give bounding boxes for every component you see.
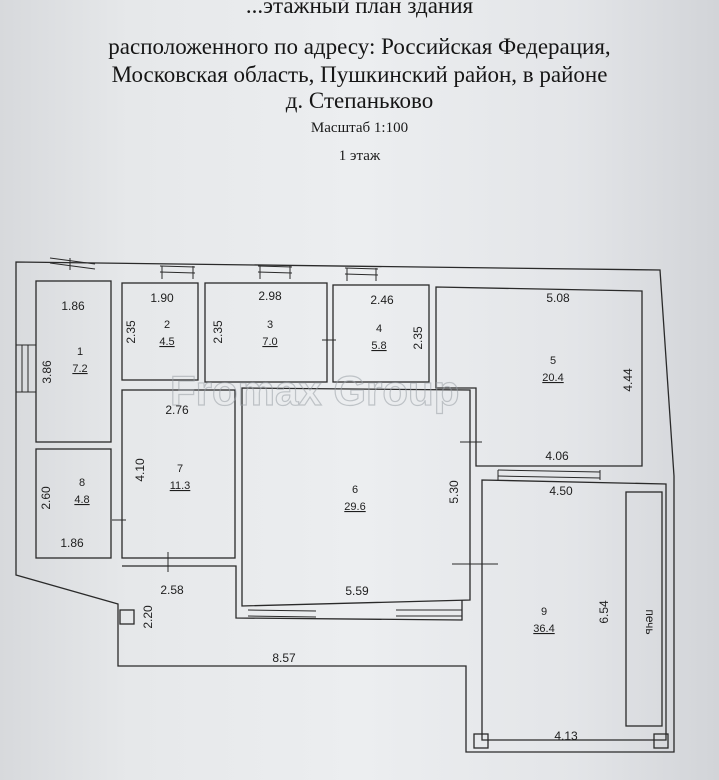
window-top-1	[49, 257, 96, 270]
scale-label: Масштаб 1:100	[310, 120, 409, 136]
dim-r4-width: 2.46	[370, 293, 394, 307]
dim-r5-height: 4.44	[621, 368, 635, 392]
window-left	[16, 344, 36, 393]
room-9-area: 36.4	[533, 623, 554, 635]
dim-r4-height: 2.35	[411, 326, 425, 350]
dim-r6-height: 5.30	[447, 480, 461, 504]
title-line-0: ...этажный план здания	[245, 0, 474, 18]
dim-r6-width: 5.59	[345, 584, 369, 598]
title-line-2: Московская область, Пушкинский район, в …	[111, 62, 608, 87]
room-2-outline	[121, 282, 199, 381]
room-4-number: 4	[376, 323, 382, 335]
room-9-outline	[481, 479, 667, 741]
hall-outline	[122, 565, 463, 621]
dim-porch-height: 2.20	[141, 605, 155, 629]
watermark: Fromax Group	[170, 367, 459, 414]
room-6-number: 6	[352, 484, 358, 496]
dim-porch-width: 2.58	[160, 583, 184, 597]
window-top-4	[344, 267, 379, 281]
corner-column-3	[653, 733, 669, 749]
room-1-area: 7.2	[72, 363, 87, 375]
dim-r3-width: 2.98	[258, 289, 282, 303]
room-1-number: 1	[77, 346, 83, 358]
dim-r1-width: 1.86	[61, 299, 85, 313]
title-line-3: д. Степаньково	[285, 88, 434, 113]
floor-label: 1 этаж	[338, 148, 381, 164]
dim-r3-height: 2.35	[211, 320, 225, 344]
window-bottom-2	[396, 609, 462, 617]
room-2-area: 4.5	[159, 336, 174, 348]
dim-r9-width: 4.50	[549, 484, 573, 498]
dim-r9-bottom: 4.13	[554, 729, 578, 743]
room-5-outline	[435, 286, 643, 467]
corner-column-2	[473, 733, 489, 749]
room-3-area: 7.0	[262, 336, 277, 348]
room-6-area: 29.6	[344, 501, 365, 513]
room-2-number: 2	[164, 319, 170, 331]
window-room-9	[497, 469, 601, 480]
stove	[625, 491, 663, 727]
room-9-number: 9	[541, 606, 547, 618]
dim-r9-height: 6.54	[597, 600, 611, 624]
window-top-2	[159, 265, 196, 279]
dim-r8-width: 1.86	[60, 536, 84, 550]
stove-label: печь	[643, 609, 657, 634]
room-8-number: 8	[79, 477, 85, 489]
dim-r7-width: 2.76	[165, 403, 189, 417]
dim-r2-width: 1.90	[150, 291, 174, 305]
room-7-number: 7	[177, 463, 183, 475]
room-4-outline	[332, 284, 430, 383]
room-7-area: 11.3	[170, 480, 191, 492]
corner-column-1	[119, 609, 135, 625]
room-3-outline	[204, 282, 328, 383]
room-5-number: 5	[550, 355, 556, 367]
title-line-1: расположенного по адресу: Российская Фед…	[108, 34, 611, 59]
room-3-number: 3	[267, 319, 273, 331]
room-4-area: 5.8	[371, 340, 386, 352]
dim-r5-width: 5.08	[546, 291, 570, 305]
window-top-3	[257, 265, 293, 279]
dim-bottom-width: 8.57	[272, 651, 296, 665]
dim-r7-height: 4.10	[133, 458, 147, 482]
dim-r2-height: 2.35	[124, 320, 138, 344]
room-8-area: 4.8	[74, 494, 89, 506]
dim-r1-height: 3.86	[40, 360, 54, 384]
window-bottom-1	[247, 609, 317, 618]
room-7-outline	[121, 389, 236, 559]
room-5-area: 20.4	[542, 372, 563, 384]
room-6-outline	[241, 387, 471, 607]
outer-wall	[15, 261, 675, 753]
dim-r8-height: 2.60	[39, 486, 53, 510]
dim-r5-bottom: 4.06	[545, 449, 569, 463]
room-8-outline	[35, 448, 112, 559]
room-1-outline	[35, 280, 112, 443]
